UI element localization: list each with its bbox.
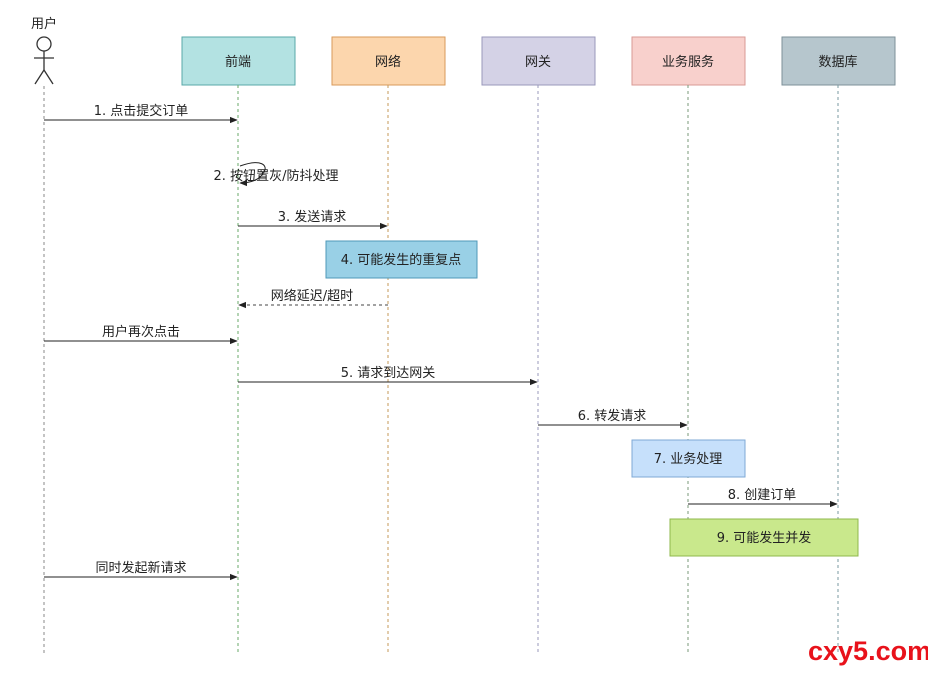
message-new-request: 同时发起新请求 <box>44 560 238 581</box>
participant-gateway-label: 网关 <box>525 55 551 70</box>
participant-network: 网络 <box>331 36 446 655</box>
participant-database-box <box>781 36 896 86</box>
message-1-label: 1. 点击提交订单 <box>94 103 189 119</box>
actor-label: 用户 <box>31 16 57 32</box>
message-2-label: 2. 按钮置灰/防抖处理 <box>214 168 339 184</box>
note-duplicate-click-box <box>325 240 478 279</box>
participant-network-label: 网络 <box>375 54 401 70</box>
participant-database: 数据库 <box>781 36 896 655</box>
watermark-logo: cxy5.com <box>808 636 928 666</box>
participant-service: 业务服务 <box>631 36 746 655</box>
message-5: 5. 请求到达网关 <box>238 366 538 386</box>
note-business-process: 7. 业务处理 <box>631 439 746 478</box>
participant-gateway-box <box>481 36 596 86</box>
participant-frontend-box <box>181 36 296 86</box>
participant-database-label: 数据库 <box>818 54 857 70</box>
message-timeout-label: 网络延迟/超时 <box>271 288 353 304</box>
message-click-again: 用户再次点击 <box>44 324 238 345</box>
message-new-request-label: 同时发起新请求 <box>95 560 186 576</box>
message-1: 1. 点击提交订单 <box>44 103 238 124</box>
message-6: 6. 转发请求 <box>538 408 688 429</box>
actor-leg-right <box>43 69 54 85</box>
message-5-label: 5. 请求到达网关 <box>341 366 436 381</box>
messages: 1. 点击提交订单 2. 按钮置灰/防抖处理 3. 发送请求 网络延迟/超时 用… <box>44 103 838 581</box>
message-3-label: 3. 发送请求 <box>278 209 347 225</box>
participant-gateway: 网关 <box>481 36 596 655</box>
message-3: 3. 发送请求 <box>238 209 388 230</box>
message-8: 8. 创建订单 <box>688 488 838 508</box>
note-concurrency-box <box>669 518 859 557</box>
note-duplicate-click: 4. 可能发生的重复点 <box>325 240 478 279</box>
note-concurrency-label: 9. 可能发生并发 <box>717 530 812 546</box>
participant-frontend: 前端 <box>181 36 296 655</box>
message-timeout: 网络延迟/超时 <box>238 288 388 309</box>
message-6-label: 6. 转发请求 <box>578 408 647 424</box>
message-8-label: 8. 创建订单 <box>728 488 797 503</box>
actor-leg-left <box>34 69 45 85</box>
participant-service-label: 业务服务 <box>662 54 714 70</box>
note-business-process-label: 7. 业务处理 <box>654 451 723 467</box>
notes: 4. 可能发生的重复点 7. 业务处理 9. 可能发生并发 <box>325 240 859 557</box>
note-business-process-box <box>631 439 746 478</box>
participants: 前端 网络 网关 业务服务 数据库 <box>181 36 896 655</box>
participant-network-box <box>331 36 446 86</box>
actor-head-icon <box>36 36 52 52</box>
message-2-self-arrow <box>239 162 266 187</box>
actor-user: 用户 <box>31 16 57 655</box>
message-2-self: 2. 按钮置灰/防抖处理 <box>214 162 339 187</box>
note-concurrency: 9. 可能发生并发 <box>669 518 859 557</box>
note-duplicate-click-label: 4. 可能发生的重复点 <box>341 252 462 268</box>
message-click-again-label: 用户再次点击 <box>102 324 180 340</box>
participant-frontend-label: 前端 <box>225 54 251 70</box>
